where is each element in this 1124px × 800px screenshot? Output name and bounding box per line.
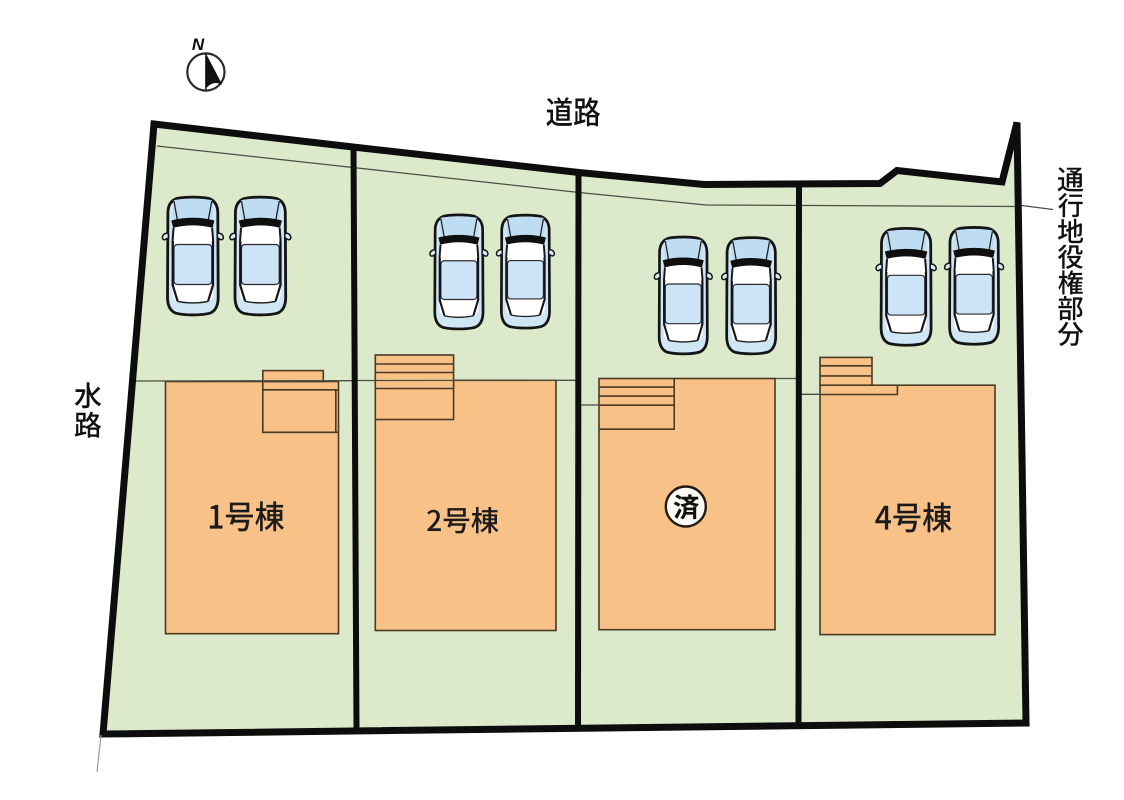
svg-text:N: N bbox=[192, 35, 205, 54]
